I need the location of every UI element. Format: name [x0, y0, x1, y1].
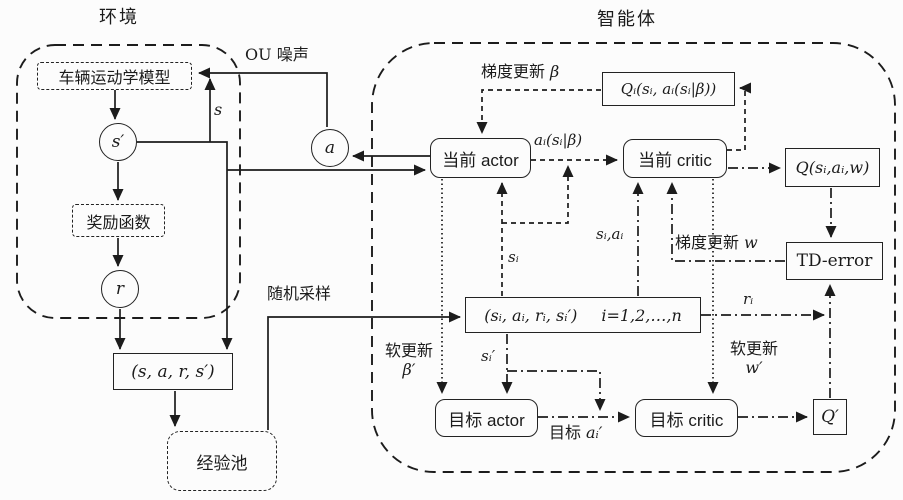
- current-critic-label: 当前 critic: [638, 151, 712, 170]
- gradient-update-beta-label: 梯度更新 β: [481, 62, 560, 81]
- edge-sprime-branch-to-sars: [137, 141, 233, 350]
- q-node: Q(sᵢ,aᵢ,w): [785, 148, 880, 187]
- edge-tderror-gradw-to-critic: [666, 182, 785, 262]
- si-ai-edge-label: sᵢ,aᵢ: [596, 225, 624, 243]
- ai-si-beta-label: aᵢ(sᵢ|β): [534, 131, 583, 149]
- s-edge-label: s: [214, 100, 223, 119]
- ri-edge-label: rᵢ: [743, 290, 754, 308]
- q-prime-label: Q′: [821, 407, 839, 427]
- ou-noise-label: OU 噪声: [245, 45, 309, 64]
- target-critic-label: 目标 critic: [649, 410, 724, 430]
- environment-container: [16, 44, 241, 319]
- gradient-update-w-label: 梯度更新 w: [675, 233, 758, 252]
- td-error-node: TD-error: [786, 242, 883, 280]
- r-label: r: [115, 279, 125, 299]
- soft-update-w-label: 软更新 w′: [729, 341, 778, 377]
- si-prime-edge-label: sᵢ′: [481, 347, 496, 365]
- sample-tuple-label: (sᵢ, aᵢ, rᵢ, sᵢ′): [484, 305, 578, 325]
- edge-qi-gradbeta-to-actor: [476, 89, 601, 134]
- vehicle-model-node: 车辆运动学模型: [37, 62, 192, 90]
- target-critic-node: 目标 critic: [635, 399, 738, 437]
- sample-batch-node: (sᵢ, aᵢ, rᵢ, sᵢ′) i=1,2,…,n: [465, 297, 701, 333]
- target-actor-node: 目标 actor: [435, 399, 538, 437]
- td-error-label: TD-error: [796, 251, 873, 271]
- current-actor-label: 当前 actor: [442, 150, 519, 170]
- sars-node: (s, a, r, s′): [113, 353, 233, 390]
- target-ai-prime-label: 目标 aᵢ′: [549, 423, 603, 442]
- current-actor-node: 当前 actor: [430, 138, 531, 178]
- r-node: r: [101, 270, 139, 308]
- a-label: a: [324, 138, 336, 158]
- soft-update-beta-label: 软更新 β′: [384, 343, 433, 379]
- random-sampling-label: 随机采样: [267, 286, 332, 303]
- sars-label: (s, a, r, s′): [131, 361, 215, 382]
- edge-critic-to-qi: [727, 82, 751, 151]
- edge-pool-to-sample: [267, 311, 461, 430]
- edge-ou-noise-to-model: [198, 67, 328, 127]
- q-prime-node: Q′: [813, 399, 847, 435]
- s-prime-label: s′: [111, 132, 125, 152]
- environment-title: 环境: [99, 7, 139, 27]
- sample-index-label: i=1,2,…,n: [601, 305, 682, 325]
- qi-label: Qᵢ(sᵢ, aᵢ(sᵢ|β)): [620, 80, 717, 98]
- target-actor-label: 目标 actor: [448, 410, 525, 430]
- q-label: Q(sᵢ,aᵢ,w): [795, 158, 870, 177]
- experience-pool-node: 经验池: [167, 431, 277, 491]
- qi-node: Qᵢ(sᵢ, aᵢ(sᵢ|β)): [602, 72, 735, 106]
- vehicle-model-label: 车辆运动学模型: [58, 70, 171, 87]
- current-critic-node: 当前 critic: [623, 139, 727, 178]
- a-node: a: [311, 129, 349, 167]
- si-edge-label: sᵢ: [508, 248, 519, 266]
- reward-fn-node: 奖励函数: [72, 204, 165, 237]
- agent-container: [371, 42, 896, 473]
- s-prime-node: s′: [99, 123, 137, 161]
- edge-si-branch-to-critic-line: [502, 165, 574, 224]
- experience-pool-label: 经验池: [196, 453, 248, 473]
- reward-fn-label: 奖励函数: [86, 214, 151, 232]
- agent-title: 智能体: [597, 9, 657, 29]
